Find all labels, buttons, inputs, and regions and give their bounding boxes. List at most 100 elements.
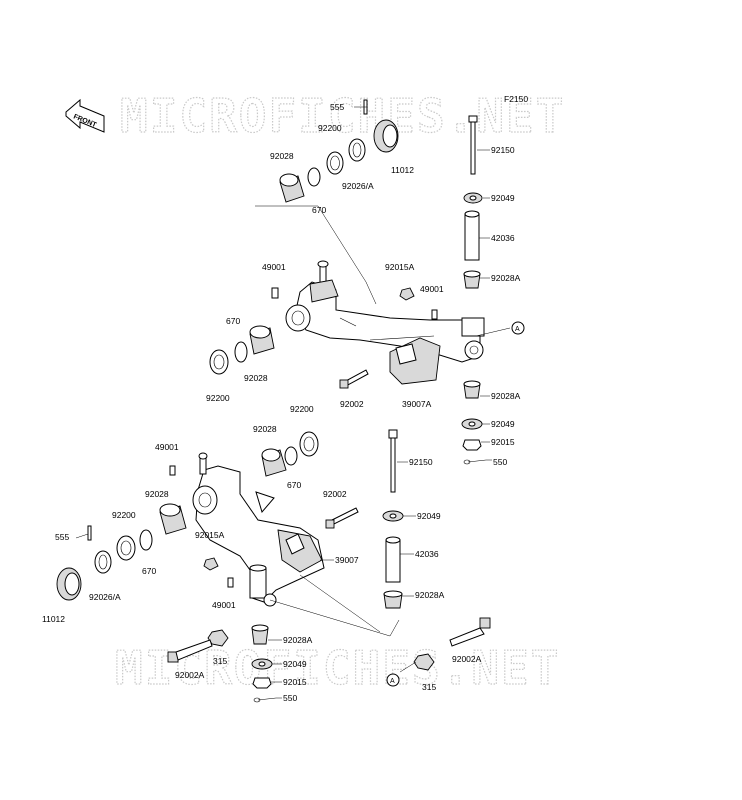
nut-315-a: [207, 629, 229, 647]
label-92002a-a: 92002A: [175, 670, 205, 680]
label-39007a: 39007A: [402, 399, 432, 409]
label-39007: 39007: [335, 555, 359, 565]
washer-92200-mid: [209, 349, 229, 375]
oring-670-low: [284, 446, 298, 466]
label-92026a-top: 92026/A: [342, 181, 374, 191]
label-92200-mid: 92200: [206, 393, 230, 403]
pin-555-low: [87, 525, 92, 541]
ref-marker-a-top: A: [511, 321, 525, 335]
label-92049-low: 92049: [417, 511, 441, 521]
grease-nipple-49001-b: [431, 309, 438, 320]
ref-marker-a-bottom: A: [386, 673, 400, 687]
bushing-92028a-mid: [463, 380, 481, 399]
label-92200-low: 92200: [290, 404, 314, 414]
label-315-b: 315: [422, 682, 436, 692]
label-92015-low: 92015: [283, 677, 307, 687]
bolt-92002-low: [325, 507, 359, 529]
label-92049-low2: 92049: [283, 659, 307, 669]
label-92002-mid: 92002: [340, 399, 364, 409]
washer-92026a-low: [94, 550, 112, 574]
leader-lines: [75, 106, 511, 699]
swingarm-upper: [285, 260, 485, 385]
label-92028-low: 92028: [253, 424, 277, 434]
nut-92015a-top: [399, 287, 415, 301]
label-92015a-low: 92015A: [195, 530, 225, 540]
oring-670-mid: [234, 341, 248, 363]
bushing-92028a-low: [383, 590, 403, 609]
bushing-92028-low: [261, 448, 287, 477]
label-49001-low2: 49001: [212, 600, 236, 610]
cotter-pin-550-low: [253, 697, 277, 703]
oring-670-top: [307, 167, 321, 187]
svg-text:A: A: [515, 326, 520, 333]
label-49001-low: 49001: [155, 442, 179, 452]
figure-code: F2150: [504, 94, 528, 104]
label-670-low: 670: [287, 480, 301, 490]
grease-nipple-49001-low: [169, 465, 176, 476]
label-315-a: 315: [213, 656, 227, 666]
swingarm-lower: [192, 452, 325, 607]
label-92049-mid: 92049: [491, 419, 515, 429]
bolt-92150-low: [388, 429, 398, 493]
label-42036-top: 42036: [491, 233, 515, 243]
collar-42036-low: [385, 536, 401, 583]
label-92028-low2: 92028: [145, 489, 169, 499]
washer-92049-low2: [251, 658, 273, 670]
grease-nipple-49001-a: [271, 287, 279, 299]
label-92015a-a: 92015A: [385, 262, 415, 272]
label-555-low: 555: [55, 532, 69, 542]
label-11012-low: 11012: [42, 614, 65, 624]
seal-11012-low: [56, 567, 82, 601]
label-670-top: 670: [312, 205, 326, 215]
label-550-low: 550: [283, 693, 297, 703]
label-92002-low: 92002: [323, 489, 347, 499]
washer-92200-top: [326, 151, 344, 175]
bolt-92002-mid: [339, 369, 369, 389]
front-arrow-icon: FRONT: [65, 98, 105, 133]
label-550-mid: 550: [493, 457, 507, 467]
label-92028a-top: 92028A: [491, 273, 521, 283]
bolt-92002a-a: [167, 639, 213, 663]
label-92200-top: 92200: [318, 123, 342, 133]
nut-92015-low: [252, 677, 272, 689]
label-92028a-low: 92028A: [415, 590, 445, 600]
label-92049-top: 92049: [491, 193, 515, 203]
washer-92049-mid: [461, 418, 483, 430]
label-92028a-mid: 92028A: [491, 391, 521, 401]
label-11012-top: 11012: [391, 165, 414, 175]
label-670-mid: 670: [226, 316, 240, 326]
washer-92049-top: [463, 192, 483, 204]
label-92028-mid: 92028: [244, 373, 268, 383]
label-92150-low: 92150: [409, 457, 433, 467]
label-670-low2: 670: [142, 566, 156, 576]
cotter-pin-550-mid: [463, 459, 487, 465]
seal-11012-top: [373, 119, 399, 153]
label-92026a-low: 92026/A: [89, 592, 121, 602]
bushing-92028a-low2: [251, 624, 269, 645]
label-92028a-low2: 92028A: [283, 635, 313, 645]
grease-nipple-49001-low2: [227, 577, 234, 588]
bushing-92028-low2: [159, 503, 187, 535]
label-49001-b: 49001: [420, 284, 444, 294]
bolt-92002a-b: [449, 617, 491, 647]
label-92200-low2: 92200: [112, 510, 136, 520]
label-92028-top: 92028: [270, 151, 294, 161]
oring-670-low2: [139, 529, 153, 551]
washer-92200-low: [299, 431, 319, 457]
washer-92049-low: [382, 510, 404, 522]
label-42036-low: 42036: [415, 549, 439, 559]
svg-text:A: A: [390, 678, 395, 685]
label-555-top: 555: [330, 102, 344, 112]
bushing-92028a-top: [463, 270, 481, 289]
watermark-top: MICROFICHES.NET: [120, 89, 565, 143]
label-92015-mid: 92015: [491, 437, 515, 447]
label-92002a-b: 92002A: [452, 654, 482, 664]
washer-92200-low2: [116, 535, 136, 561]
label-49001-a: 49001: [262, 262, 286, 272]
label-92150-top: 92150: [491, 145, 515, 155]
nut-92015-mid: [462, 439, 482, 451]
watermark-bottom: MICROFICHES.NET: [115, 641, 560, 695]
bolt-92150-top: [468, 115, 478, 175]
